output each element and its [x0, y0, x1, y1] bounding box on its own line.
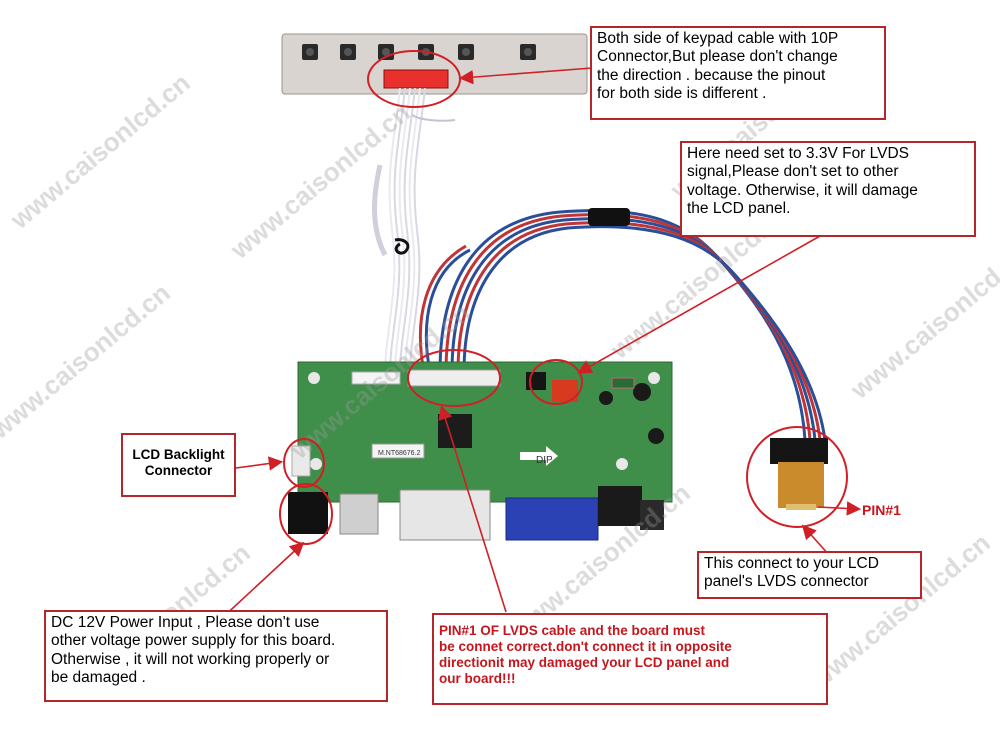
callout-keypad: Both side of keypad cable with 10P Conne…	[590, 26, 886, 120]
callout-voltage-line-2: signal,Please don't set to other	[687, 163, 899, 181]
dip-arrow	[520, 446, 558, 466]
lcd-connector-circle	[746, 426, 848, 528]
callout-arrows	[219, 67, 862, 621]
dip-label: DIP	[536, 455, 553, 466]
callout-lcd-connect-line-1: This connect to your LCD	[704, 555, 879, 572]
watermark-9: www.caisonlcd.cn	[844, 237, 1000, 405]
watermark-1: www.caisonlcd.cn	[4, 67, 196, 235]
callout-voltage-line-3: voltage. Otherwise, it will damage	[687, 181, 918, 199]
callout-voltage: Here need set to 3.3V For LVDS signal,Pl…	[680, 141, 976, 237]
callout-backlight-line-1: LCD Backlight	[132, 447, 225, 462]
cable-sleeve	[588, 208, 630, 226]
callout-voltage-line-4: the LCD panel.	[687, 199, 791, 217]
arrow-pin1	[817, 501, 862, 516]
callout-keypad-line-4: for both side is different .	[597, 84, 767, 102]
callout-backlight: LCD Backlight Connector	[121, 433, 236, 497]
callout-pin1-line-4: our board!!!	[439, 670, 516, 686]
board-model-label: M.NT68676.2	[378, 450, 421, 457]
callout-keypad-line-1: Both side of keypad cable with 10P	[597, 30, 839, 47]
watermark-2: www.caisonlcd.cn	[0, 277, 176, 445]
callout-lcd-connect-line-2: panel's LVDS connector	[704, 573, 869, 591]
callout-voltage-line-1: Here need set to 3.3V For LVDS	[687, 145, 909, 162]
lvds-cable	[418, 209, 827, 441]
callout-power: DC 12V Power Input , Please don't use ot…	[44, 610, 388, 702]
keypad-cable	[372, 87, 456, 376]
watermark-4: www.caisonlcd.cn	[224, 97, 416, 265]
callout-pin1-warning: PIN#1 OF LVDS cable and the board must b…	[432, 613, 828, 705]
arrow-power	[219, 541, 305, 621]
arrow-keypad	[458, 67, 593, 85]
callout-pin1-line-2: be connet correct.don't connect it in op…	[439, 638, 732, 654]
pin1-label: PIN#1	[862, 502, 901, 518]
callout-keypad-line-2: Connector,But please don't change	[597, 48, 838, 66]
power-jack-circle	[279, 483, 333, 545]
lcd-lvds-connector	[770, 438, 828, 510]
controller-board: DIP M.NT68676.2	[288, 361, 673, 541]
keypad-board	[281, 33, 588, 95]
callout-backlight-line-2: Connector	[144, 462, 213, 478]
callout-lcd-connect: This connect to your LCD panel's LVDS co…	[697, 551, 922, 599]
callout-power-line-2: other voltage power supply for this boar…	[51, 632, 336, 650]
callout-power-line-4: be damaged .	[51, 668, 146, 686]
callout-power-line-3: Otherwise , it will not working properly…	[51, 650, 330, 668]
callout-pin1-line-1: PIN#1 OF LVDS cable and the board must	[439, 623, 706, 638]
callout-power-line-1: DC 12V Power Input , Please don't use	[51, 614, 320, 631]
lvds-board-connector-circle	[407, 349, 501, 407]
arrow-voltage	[577, 235, 821, 374]
arrow-pin1-board	[438, 404, 507, 613]
callout-keypad-line-3: the direction . because the pinout	[597, 66, 826, 84]
callout-pin1-line-3: directionit may damaged your LCD panel a…	[439, 654, 730, 670]
cable-tie	[394, 238, 410, 255]
highlight-circles	[279, 50, 848, 545]
arrow-backlight	[235, 456, 284, 471]
backlight-connector-circle	[283, 438, 325, 488]
voltage-jumper-circle	[529, 359, 583, 405]
